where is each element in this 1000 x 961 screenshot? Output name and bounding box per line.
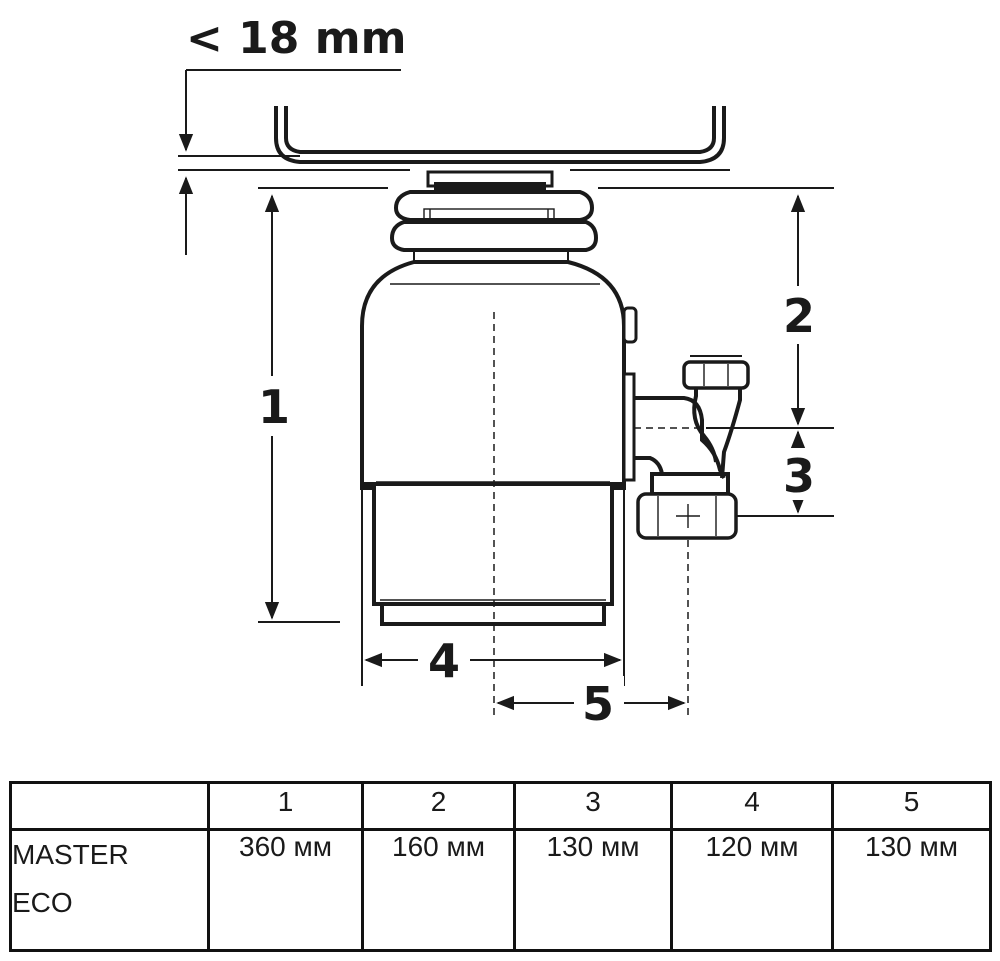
disposer-body	[360, 170, 638, 720]
table-header-cell: 2	[361, 781, 516, 831]
table-header-cell: 3	[513, 781, 673, 831]
dimension-3: 3	[736, 430, 834, 517]
sink-bracket	[274, 106, 726, 164]
table-header-cell: 5	[831, 781, 992, 831]
table-header-row: 1 2 3 4 5	[9, 781, 992, 831]
table-header-cell	[9, 781, 210, 831]
clearance-indicator	[178, 69, 730, 255]
model-name-cell: MASTER ECO	[9, 828, 210, 952]
dimension-5: 5	[496, 676, 686, 732]
table-value-cell: 360 мм	[207, 828, 364, 952]
dimension-2: 2	[706, 194, 834, 429]
model-name-line: MASTER	[12, 839, 129, 870]
dimension-label-5: 5	[582, 677, 614, 731]
model-name-line: ECO	[12, 887, 73, 918]
table-header-cell: 4	[670, 781, 834, 831]
dimension-label-2: 2	[783, 289, 815, 343]
dimension-label-1: 1	[258, 380, 290, 434]
dimension-label-4: 4	[428, 634, 460, 688]
table-value-cell: 160 мм	[361, 828, 516, 952]
table-header-cell: 1	[207, 781, 364, 831]
table-value-cell: 130 мм	[513, 828, 673, 952]
table-value-cell: 130 мм	[831, 828, 992, 952]
disposer-dimension-diagram: < 18 mm	[178, 13, 834, 732]
clearance-label: < 18 mm	[186, 13, 406, 64]
dimension-4: 4	[361, 488, 625, 688]
table-row: MASTER ECO 360 мм 160 мм 130 мм 120 мм 1…	[9, 828, 992, 952]
dimension-label-3: 3	[783, 449, 815, 503]
table-value-cell: 120 мм	[670, 828, 834, 952]
dimension-1: 1	[248, 194, 340, 623]
dimensions-table: 1 2 3 4 5 MASTER ECO 360 мм 160 мм 130 м…	[9, 781, 992, 952]
drain-pipe	[622, 355, 750, 720]
